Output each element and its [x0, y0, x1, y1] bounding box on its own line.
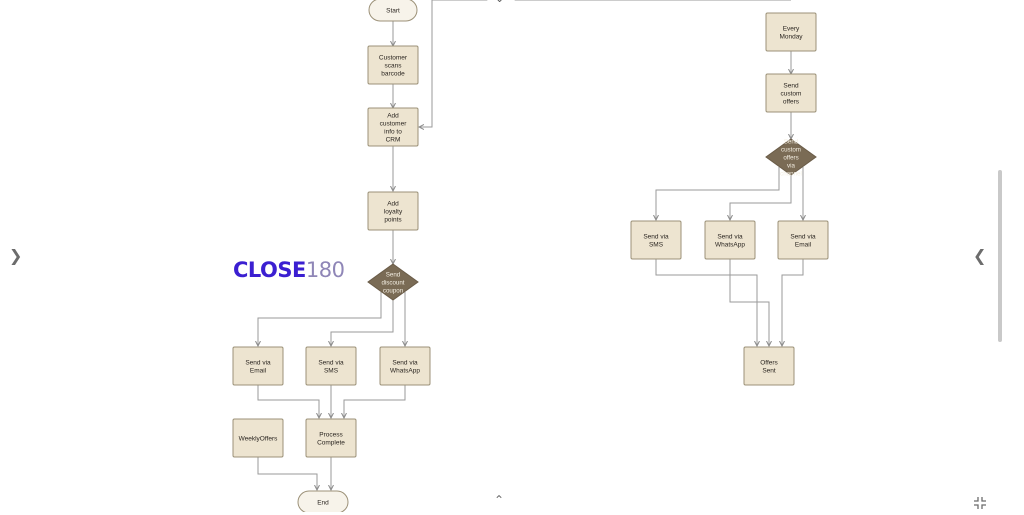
edges-layer	[258, 0, 803, 490]
collapse-top-toggle[interactable]: ⌄	[487, 0, 515, 6]
edge-sms-offers	[655, 259, 757, 346]
edge-channel-whatsapp	[730, 175, 792, 220]
node-shape	[765, 73, 817, 113]
node-start[interactable]: Start	[368, 0, 418, 22]
edge-coupon-sms	[331, 300, 394, 346]
node-weekly[interactable]: WeeklyOffers	[232, 418, 284, 458]
edge-whatsapp-offers	[729, 259, 769, 346]
node-shape	[232, 418, 284, 458]
node-shape	[367, 107, 419, 147]
logo-text-close: CLOSE	[233, 258, 306, 282]
chevron-right-icon[interactable]: ❯	[9, 246, 23, 265]
node-shape	[305, 418, 357, 458]
node-end[interactable]: End	[297, 490, 349, 512]
node-shape	[368, 0, 418, 22]
edge-channel-sms	[656, 167, 780, 220]
node-shape	[297, 490, 349, 512]
edge-weekly-end	[257, 457, 317, 490]
node-shape	[765, 12, 817, 52]
node-shape	[232, 346, 284, 386]
node-shape	[367, 191, 419, 231]
close180-logo: CLOSE180	[233, 258, 345, 282]
node-shape	[367, 263, 419, 301]
node-shape	[743, 346, 795, 386]
node-shape	[630, 220, 682, 260]
chevron-left-icon[interactable]: ❮	[973, 246, 987, 265]
edge-email-offers	[782, 259, 804, 346]
node-label: End	[317, 499, 329, 506]
edge-monday-crm	[419, 0, 791, 127]
node-shape	[379, 346, 431, 386]
edge-whatsapp-complete	[344, 385, 406, 418]
collapse-fullscreen-icon[interactable]	[972, 495, 988, 515]
node-shape	[704, 220, 756, 260]
edge-email-complete	[257, 385, 319, 418]
vertical-scrollbar[interactable]	[998, 170, 1002, 342]
node-label: WeeklyOffers	[239, 435, 279, 442]
logo-text-180: 180	[305, 258, 345, 282]
edge-coupon-email	[258, 292, 382, 346]
node-shape	[765, 138, 817, 176]
chevron-up-icon[interactable]: ⌃	[494, 493, 505, 507]
chevron-down-icon: ⌄	[495, 0, 504, 5]
node-shape	[367, 45, 419, 85]
node-shape	[777, 220, 829, 260]
node-label: Start	[386, 7, 400, 14]
node-shape	[305, 346, 357, 386]
